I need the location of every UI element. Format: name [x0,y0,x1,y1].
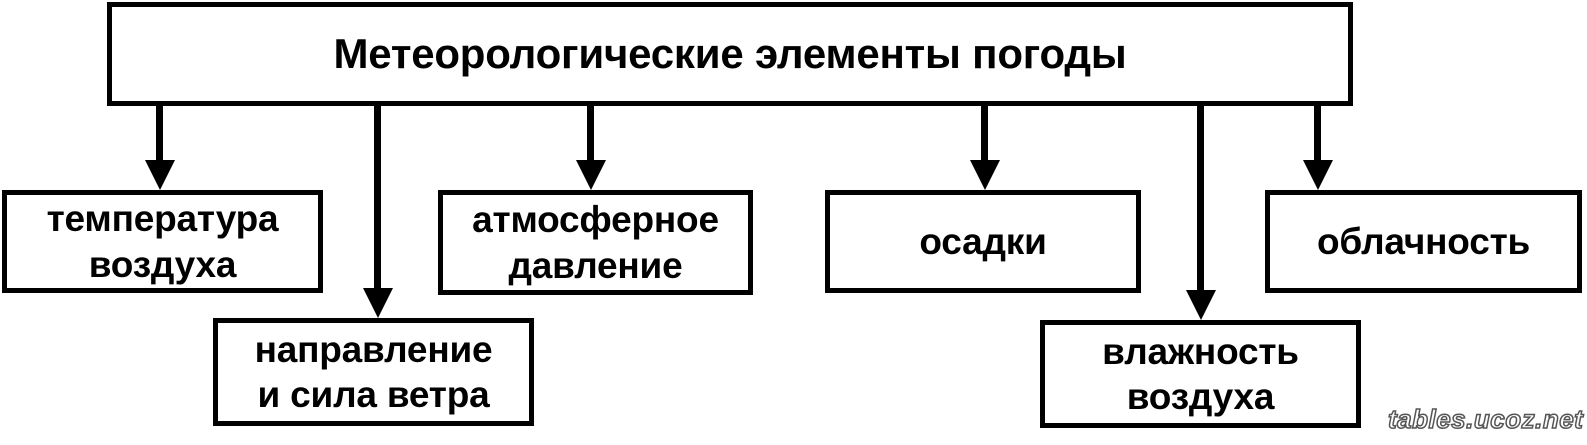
arrow-shaft [587,106,594,162]
arrow-head [144,160,175,190]
arrow-head [575,160,606,190]
arrow-shaft [1197,106,1204,292]
arrow-to-pressure [575,106,606,190]
arrow-to-temperature [144,106,175,190]
node-vlazhnost-vozduha: влажность воздуха [1040,320,1361,428]
arrow-shaft [374,106,381,290]
node-oblachnost: облачность [1265,190,1582,293]
arrow-to-cloud [1302,106,1333,190]
node-temperature-vozduha: температура воздуха [2,190,323,293]
arrow-to-humidity [1185,106,1216,320]
node-atmosfernoe-davlenie: атмосферное давление [438,190,753,295]
arrow-head [969,160,1000,190]
arrow-shaft [1314,106,1321,162]
arrow-head [1302,160,1333,190]
watermark-text: tables.ucoz.net [1387,403,1584,435]
node-napravlenie-i-sila-vetra: направление и сила ветра [213,318,534,426]
arrow-to-precip [969,106,1000,190]
arrow-shaft [981,106,988,162]
arrow-head [1185,290,1216,320]
arrow-shaft [156,106,163,162]
arrow-to-wind [362,106,393,318]
arrow-head [362,288,393,318]
node-root-meteorological-elements: Метеорологические элементы погоды [107,2,1353,106]
node-osadki: осадки [825,190,1141,293]
